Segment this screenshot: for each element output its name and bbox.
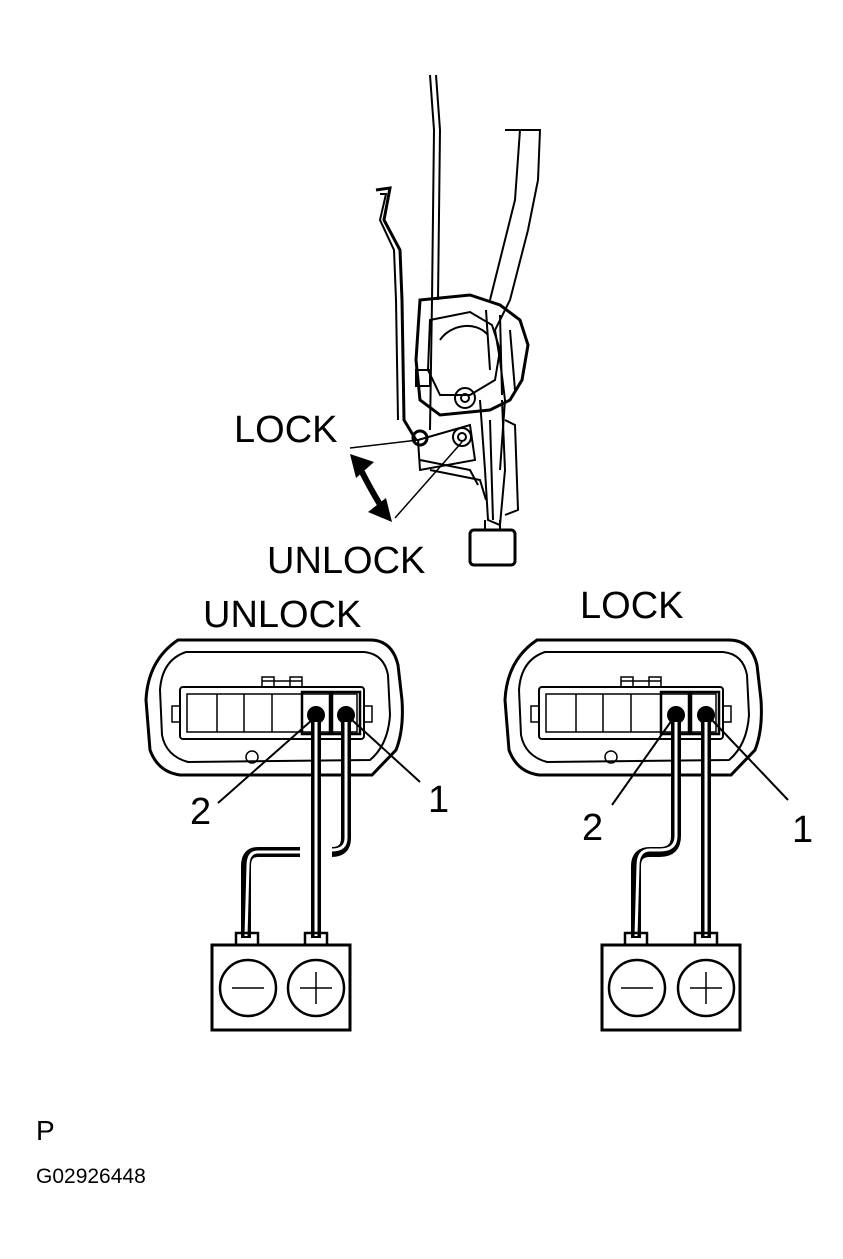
left-state-label: UNLOCK: [203, 594, 361, 636]
right-battery: [600, 931, 742, 1032]
double-arrow-icon: [350, 454, 392, 522]
mechanism-unlock-label: UNLOCK: [267, 540, 425, 582]
left-pin-1-label: 1: [428, 779, 449, 821]
right-pin-1-label: 1: [792, 809, 813, 851]
left-pin-2-label: 2: [190, 791, 211, 833]
minus-icon: [607, 958, 667, 1018]
left-terminal-1: [337, 706, 355, 724]
left-battery: [210, 931, 352, 1032]
right-state-label: LOCK: [580, 585, 683, 627]
left-connector: [144, 638, 404, 777]
right-pin-leaders: [611, 719, 789, 806]
left-pin-leaders: [217, 719, 421, 804]
plus-icon: [286, 958, 346, 1018]
right-wires: [631, 720, 711, 938]
plus-icon: [676, 958, 736, 1018]
minus-icon: [218, 958, 278, 1018]
mechanism-lock-label: LOCK: [234, 409, 337, 451]
door-lock-mechanism: [375, 74, 542, 567]
page-letter: P: [36, 1115, 55, 1146]
mechanism-leader-lines: [349, 439, 463, 519]
right-terminal-1: [697, 706, 715, 724]
figure-code: G02926448: [36, 1165, 146, 1188]
right-pin-2-label: 2: [582, 807, 603, 849]
right-terminal-2: [667, 706, 685, 724]
right-connector: [503, 638, 763, 777]
left-wires: [241, 720, 351, 938]
